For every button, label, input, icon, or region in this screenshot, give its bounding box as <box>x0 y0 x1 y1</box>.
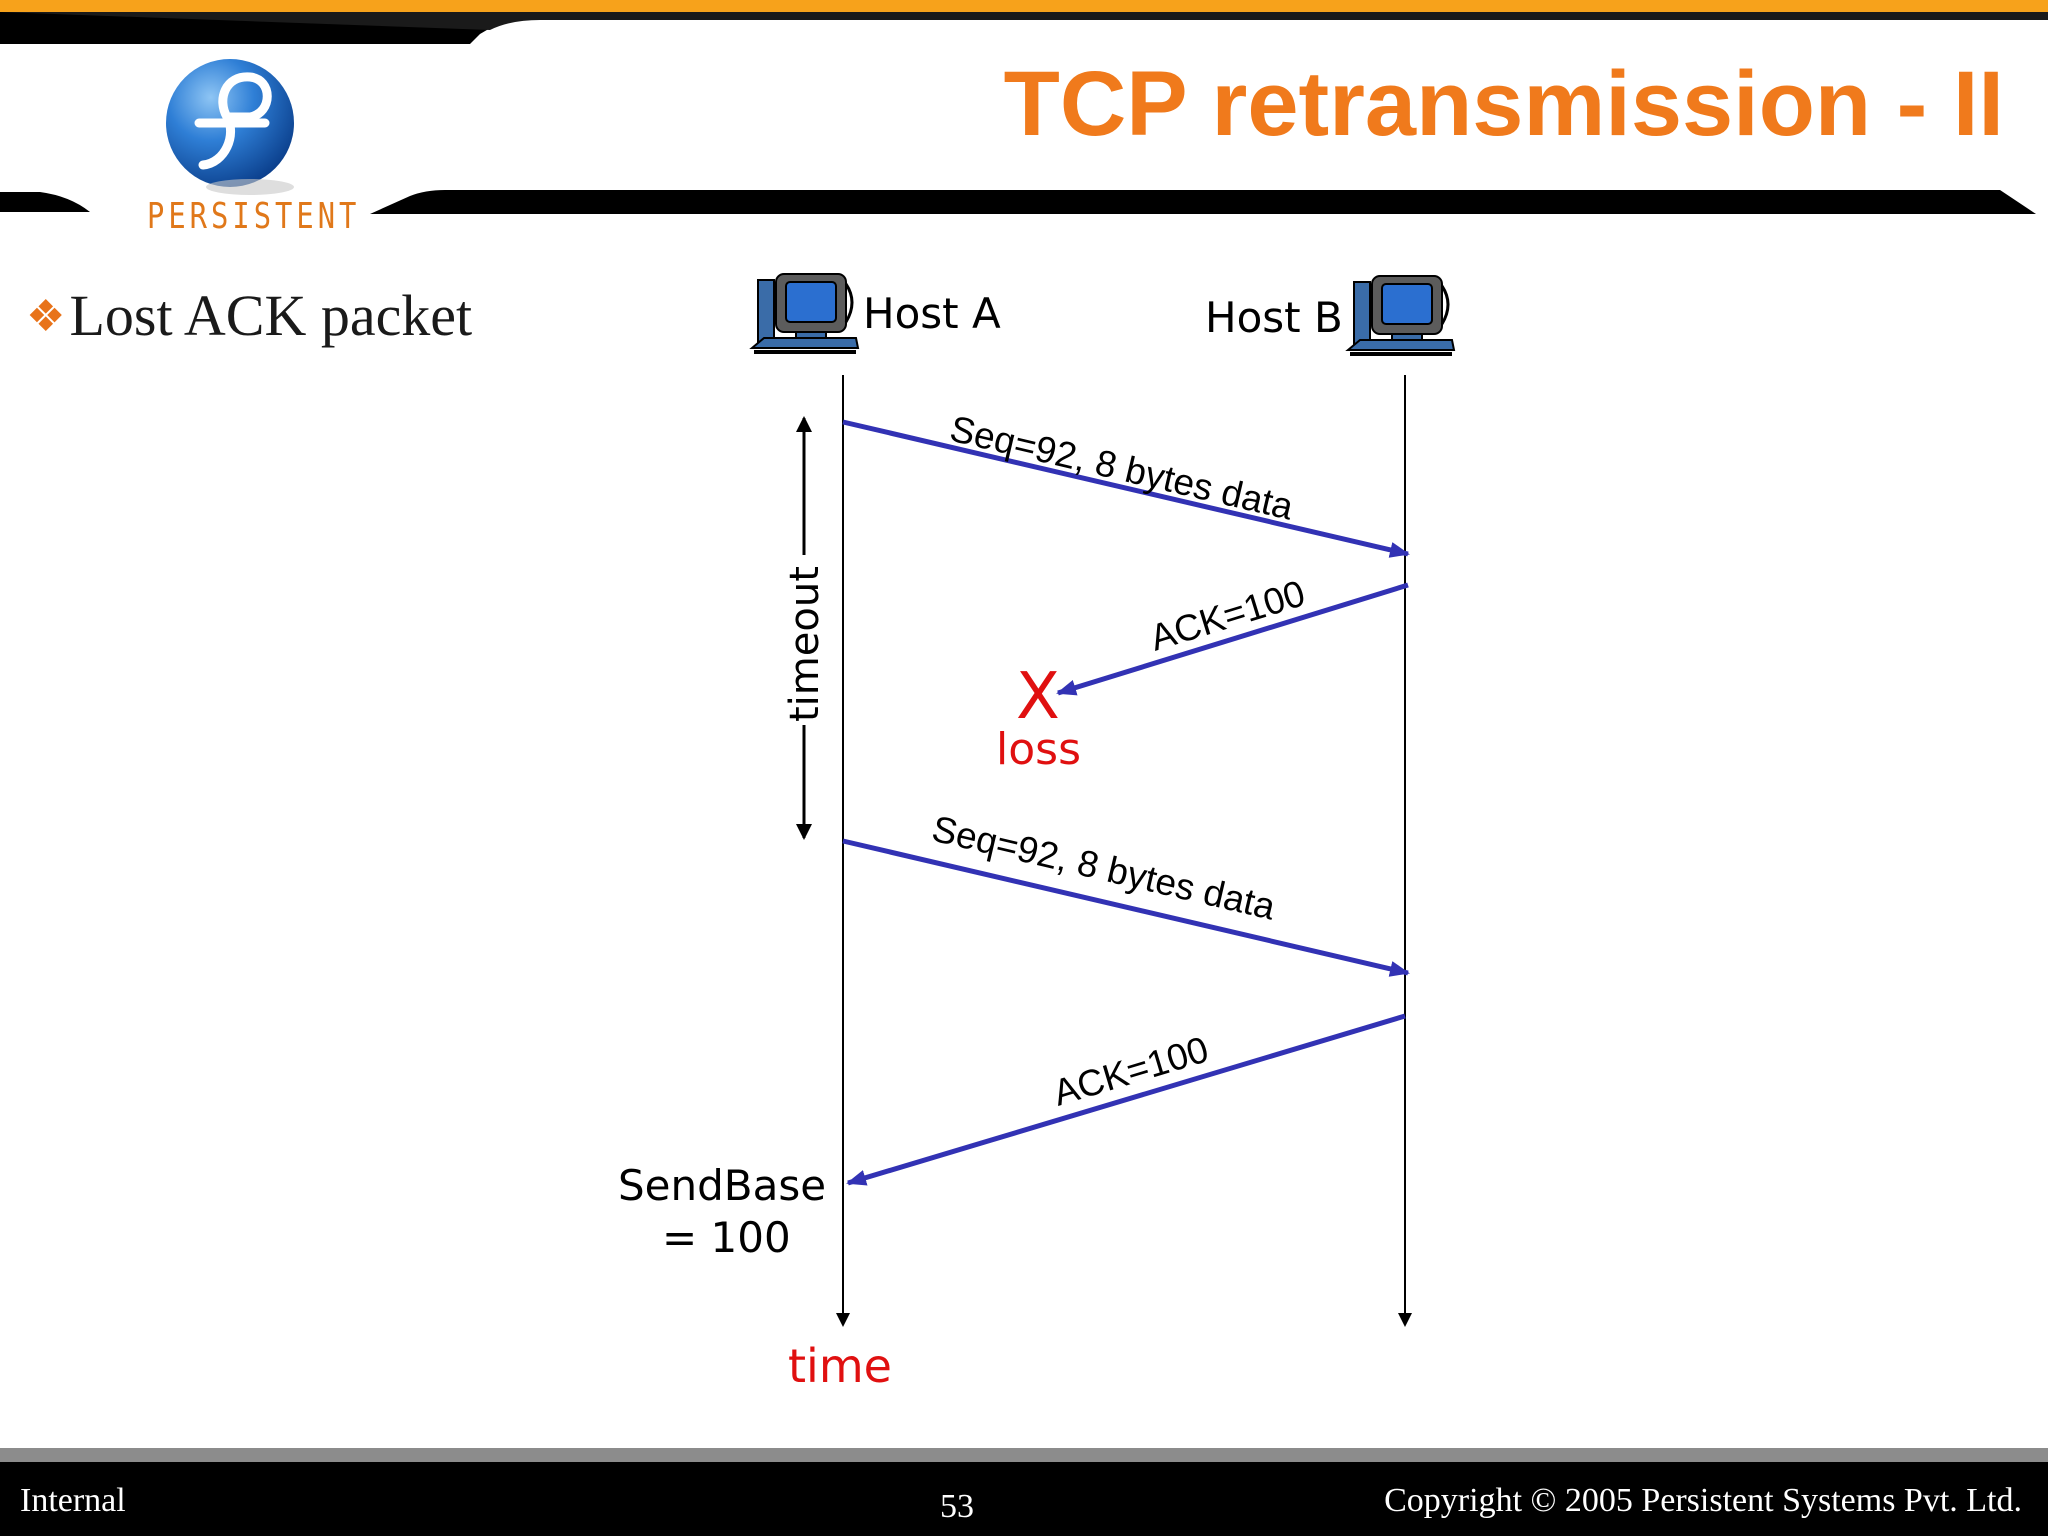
loss-label: loss <box>996 724 1081 775</box>
tcp-sequence-diagram: Host A Host B timeout Seq=92, 8 bytes da… <box>618 273 1456 1393</box>
page-number: 53 <box>940 1488 974 1525</box>
footer-copyright: Copyright © 2005 Persistent Systems Pvt.… <box>1384 1482 2022 1519</box>
message-arrow-1 <box>842 419 1410 558</box>
sendbase-label-line1: SendBase <box>618 1161 826 1210</box>
message-label-4: ACK=100 <box>1049 1029 1213 1114</box>
message-label-3: Seq=92, 8 bytes data <box>928 808 1279 928</box>
time-axis-label: time <box>788 1339 892 1393</box>
bullet-text: Lost ACK packet <box>69 283 473 348</box>
footer-classification: Internal <box>20 1482 126 1519</box>
message-arrow-4 <box>846 1013 1406 1186</box>
persistent-logo <box>166 59 294 195</box>
footer-divider <box>0 1448 2048 1462</box>
computer-icon-host-b <box>1345 275 1456 356</box>
header-band <box>0 12 2048 214</box>
host-a-label: Host A <box>863 289 1001 338</box>
loss-mark: X <box>1016 660 1060 734</box>
message-label-1: Seq=92, 8 bytes data <box>946 408 1297 528</box>
diamond-bullet-icon: ❖ <box>26 292 66 341</box>
message-arrow-3 <box>842 838 1410 977</box>
sendbase-label-line2: = 100 <box>662 1213 791 1262</box>
timeout-label: timeout <box>782 566 828 722</box>
footer-bar: Internal 53 Copyright © 2005 Persistent … <box>0 1462 2048 1536</box>
slide-title: TCP retransmission - II <box>1003 53 2004 155</box>
computer-icon-host-a <box>749 273 860 354</box>
host-b-label: Host B <box>1205 293 1343 342</box>
bullet-item: ❖Lost ACK packet <box>26 282 472 349</box>
header-accent-stripe <box>0 0 2048 12</box>
message-label-2: ACK=100 <box>1145 572 1309 658</box>
message-arrow-2 <box>1056 582 1409 696</box>
logo-text: PERSISTENT <box>147 196 361 237</box>
